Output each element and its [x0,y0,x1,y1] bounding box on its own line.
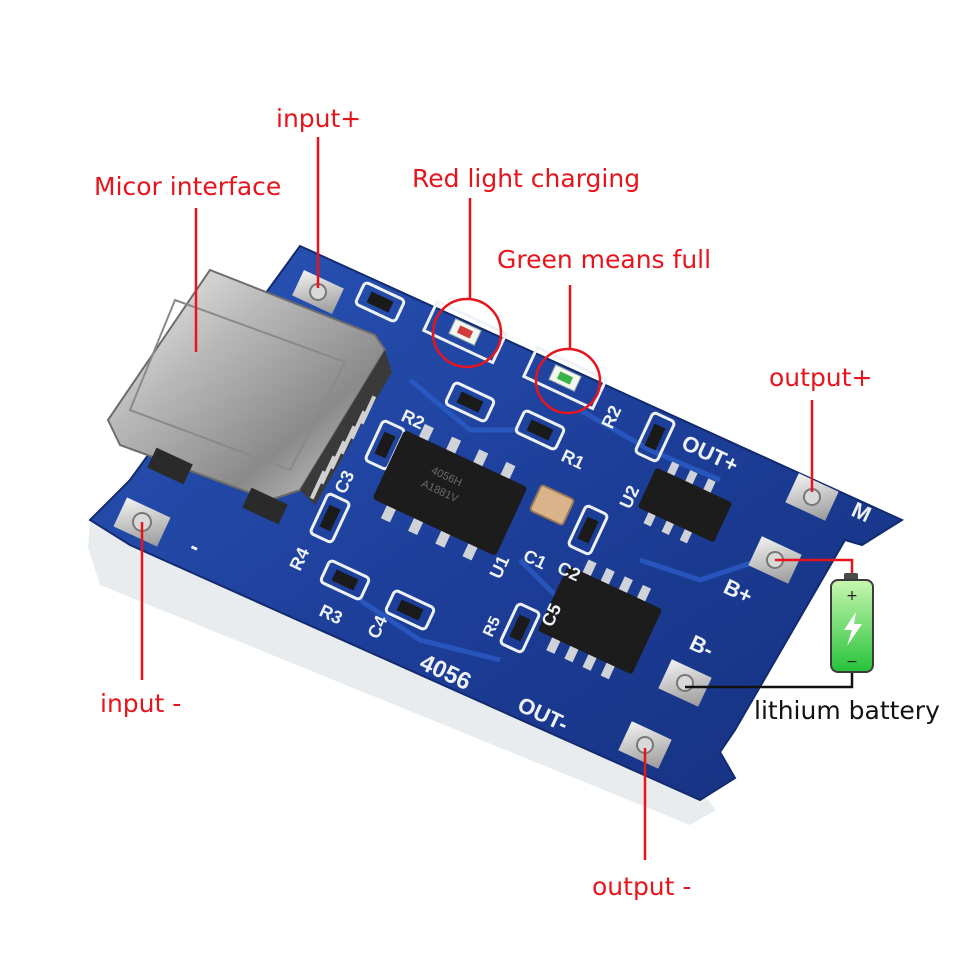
ic-u2 [638,461,732,544]
battery-icon: + − [830,573,874,673]
battery-plus-symbol: + [846,588,858,604]
label-input-minus: input - [100,689,182,718]
leader-b-plus [775,558,854,573]
usb-type-c-connector [106,268,392,525]
pad-input-plus [292,270,344,314]
leader-lines [140,137,854,860]
board-edge [88,522,716,825]
pad-m [785,473,839,521]
label-output-plus: output+ [769,363,873,392]
led-red [421,299,509,365]
label-red-light-charging: Red light charging [412,164,641,193]
red-led-ring [431,297,503,369]
label-input-plus: input+ [276,104,362,133]
label-green-means-full: Green means full [497,245,712,274]
battery-minus-symbol: − [846,654,858,670]
capacitor-tan [529,484,575,526]
led-highlight-rings [431,297,602,415]
smd-components [309,281,676,654]
label-lithium-battery: lithium battery [754,696,940,725]
pad-out-minus [618,721,672,769]
label-output-minus: output - [592,872,692,901]
ic-protection [538,559,662,680]
leader-battery-minus [685,672,854,689]
green-led-ring [534,347,602,415]
lightning-icon [844,612,862,646]
label-micor-interface: Micor interface [94,172,282,201]
ic-u1: 4056H A1881V [373,423,527,561]
led-green [521,345,609,411]
